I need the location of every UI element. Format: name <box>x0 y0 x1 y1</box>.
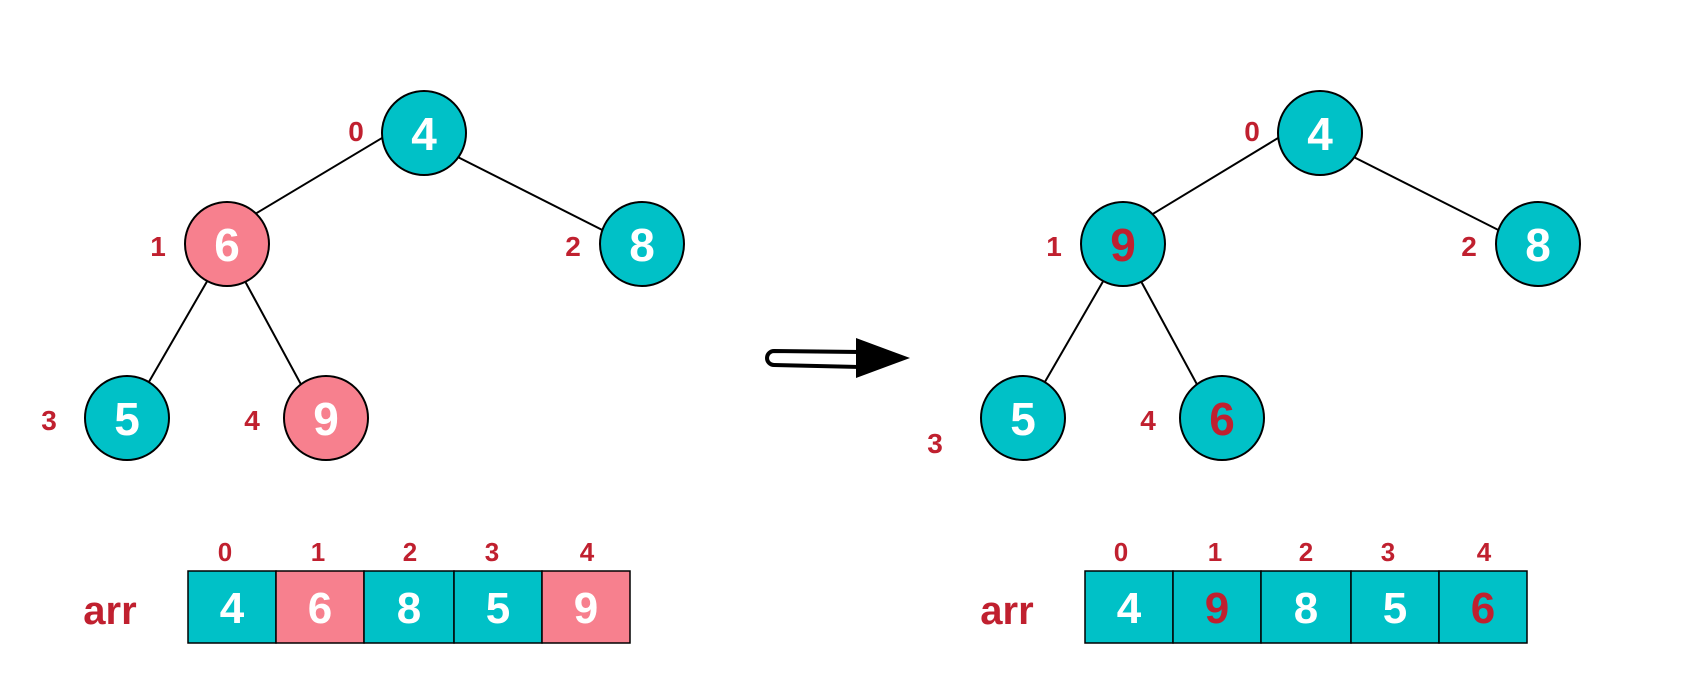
array-cell-value: 5 <box>1383 584 1407 633</box>
right-array-cell-4: 6 4 <box>1438 537 1528 644</box>
node-value: 8 <box>1525 219 1551 271</box>
array-cell-index: 4 <box>1477 537 1492 567</box>
array-cell-box <box>363 570 455 644</box>
array-label: arr <box>83 589 136 633</box>
node-circle <box>1495 201 1581 287</box>
right-array-cell-0: 4 0 <box>1084 537 1174 644</box>
node-index-label: 4 <box>244 405 260 436</box>
left-node-2: 8 2 <box>565 201 685 287</box>
node-circle <box>84 375 170 461</box>
left-array-cell-4: 9 4 <box>541 537 631 644</box>
right-array-cell-2: 8 2 <box>1260 537 1352 644</box>
array-cell-index: 0 <box>218 537 232 567</box>
array-cell-index: 4 <box>580 537 595 567</box>
right-tree-edges <box>1019 134 1539 426</box>
array-cell-value: 9 <box>1205 584 1229 633</box>
array-label: arr <box>980 589 1033 633</box>
node-value: 6 <box>1209 393 1235 445</box>
node-circle <box>1277 90 1363 176</box>
left-node-4: 9 4 <box>244 375 369 461</box>
array-cell-box <box>1172 570 1262 644</box>
right-array-cell-3: 5 3 <box>1350 537 1440 644</box>
node-index-label: 3 <box>41 405 57 436</box>
node-index-label: 0 <box>348 116 364 147</box>
node-index-label: 2 <box>565 231 581 262</box>
array-cell-value: 9 <box>574 584 598 633</box>
node-value: 8 <box>629 219 655 271</box>
array-cell-box <box>275 570 365 644</box>
right-array: arr 4 0 9 1 8 2 5 3 <box>980 537 1528 644</box>
array-cell-box <box>187 570 277 644</box>
left-node-0: 4 0 <box>348 90 467 176</box>
array-cell-box <box>1260 570 1352 644</box>
array-cell-index: 2 <box>1299 537 1313 567</box>
right-node-1: 9 1 <box>1046 201 1166 287</box>
array-cell-box <box>1438 570 1528 644</box>
node-circle <box>980 375 1066 461</box>
node-value: 4 <box>1307 108 1333 160</box>
array-cell-box <box>541 570 631 644</box>
left-tree: 4 0 6 1 8 2 5 3 9 4 <box>41 90 685 461</box>
node-index-label: 4 <box>1140 405 1156 436</box>
right-node-0: 4 0 <box>1244 90 1363 176</box>
left-array-cell-3: 5 3 <box>453 537 543 644</box>
array-cell-index: 1 <box>1208 537 1222 567</box>
right-array-cell-1: 9 1 <box>1172 537 1262 644</box>
arrow-head <box>856 338 910 378</box>
array-cell-value: 6 <box>1471 584 1495 633</box>
node-circle <box>283 375 369 461</box>
array-cell-box <box>453 570 543 644</box>
array-cell-value: 4 <box>220 584 245 633</box>
node-index-label: 0 <box>1244 116 1260 147</box>
node-value: 5 <box>114 393 140 445</box>
array-cell-index: 3 <box>1381 537 1395 567</box>
array-cell-value: 5 <box>486 584 510 633</box>
right-node-3: 5 3 <box>927 375 1066 461</box>
array-cell-index: 0 <box>1114 537 1128 567</box>
node-value: 9 <box>313 393 339 445</box>
left-node-1: 6 1 <box>150 201 270 287</box>
node-circle <box>599 201 685 287</box>
left-array: arr 4 0 6 1 8 2 5 3 <box>83 537 631 644</box>
array-cell-index: 3 <box>485 537 499 567</box>
array-cell-box <box>1084 570 1174 644</box>
array-cell-index: 2 <box>403 537 417 567</box>
right-node-4: 6 4 <box>1140 375 1265 461</box>
node-index-label: 1 <box>1046 231 1062 262</box>
left-array-cell-0: 4 0 <box>187 537 277 644</box>
array-cell-box <box>1350 570 1440 644</box>
node-value: 9 <box>1110 219 1136 271</box>
array-cell-index: 1 <box>311 537 325 567</box>
node-index-label: 3 <box>927 428 943 459</box>
node-circle <box>1179 375 1265 461</box>
array-cell-value: 8 <box>1294 584 1318 633</box>
node-circle <box>1080 201 1166 287</box>
right-node-2: 8 2 <box>1461 201 1581 287</box>
node-index-label: 1 <box>150 231 166 262</box>
array-cell-value: 6 <box>308 584 332 633</box>
left-node-3: 5 3 <box>41 375 170 461</box>
array-cell-value: 4 <box>1117 584 1142 633</box>
array-cell-value: 8 <box>397 584 421 633</box>
double-line-right-arrow-icon <box>765 338 910 378</box>
left-tree-edges <box>123 134 643 426</box>
node-value: 4 <box>411 108 437 160</box>
node-index-label: 2 <box>1461 231 1477 262</box>
node-circle <box>381 90 467 176</box>
arrow-shaft <box>765 348 861 370</box>
left-array-cell-1: 6 1 <box>275 537 365 644</box>
node-circle <box>184 201 270 287</box>
node-value: 6 <box>214 219 240 271</box>
node-value: 5 <box>1010 393 1036 445</box>
left-array-cell-2: 8 2 <box>363 537 455 644</box>
right-tree: 4 0 9 1 8 2 5 3 6 4 <box>927 90 1581 461</box>
